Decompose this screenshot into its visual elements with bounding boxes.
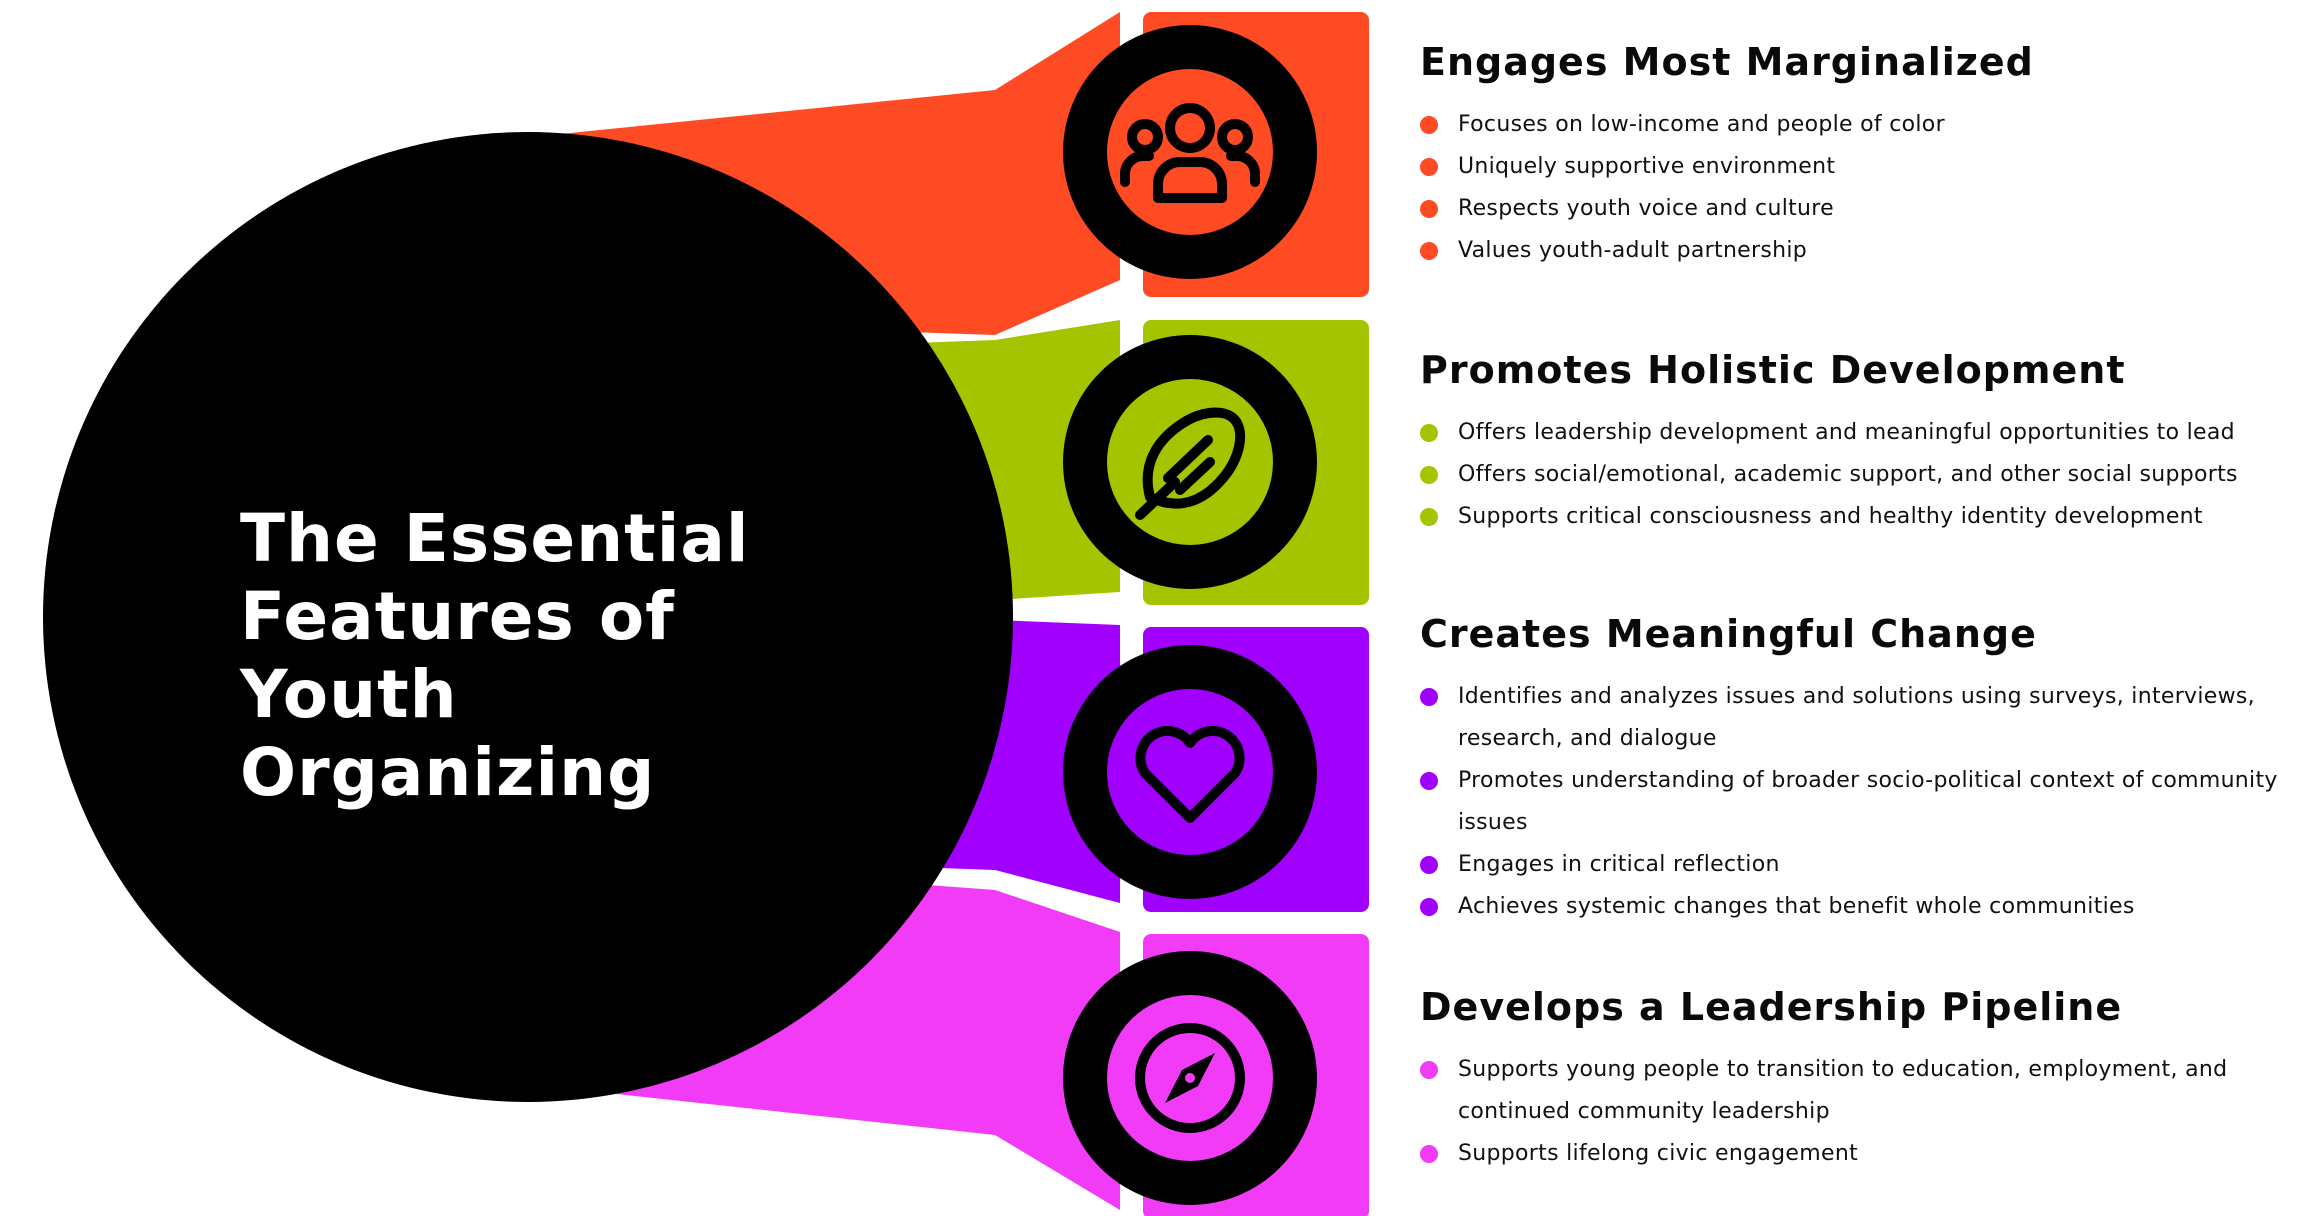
bullet-dot xyxy=(1420,1061,1438,1079)
list-item: Promotes understanding of broader socio-… xyxy=(1420,760,2280,844)
people-group-icon xyxy=(1120,103,1260,203)
funnel-pink xyxy=(580,880,1120,1210)
bullet-dot xyxy=(1420,508,1438,526)
icon-badge-lime xyxy=(1063,335,1317,589)
list-item: Supports lifelong civic engagement xyxy=(1420,1133,2280,1175)
funnel-orange xyxy=(560,12,1120,335)
list-item: Engages in critical reflection xyxy=(1420,844,2280,886)
list-item: Uniquely supportive environment xyxy=(1420,146,2280,188)
feature-creates-meaningful-change: Creates Meaningful Change Identifies and… xyxy=(1420,610,2280,928)
feature-list: Focuses on low-income and people of colo… xyxy=(1420,104,2280,272)
icon-badge-orange xyxy=(1063,25,1317,279)
feature-heading: Creates Meaningful Change xyxy=(1420,612,2037,656)
bullet-dot xyxy=(1420,856,1438,874)
feature-list: Offers leadership development and meanin… xyxy=(1420,412,2280,538)
bullet-dot xyxy=(1420,466,1438,484)
feature-engages-most-marginalized: Engages Most Marginalized Focuses on low… xyxy=(1420,38,2280,272)
feature-heading: Engages Most Marginalized xyxy=(1420,40,2034,84)
feature-heading: Promotes Holistic Development xyxy=(1420,348,2126,392)
bullet-dot xyxy=(1420,688,1438,706)
heart-icon xyxy=(1135,725,1245,823)
icon-badge-pink xyxy=(1063,951,1317,1205)
list-item: Identifies and analyzes issues and solut… xyxy=(1420,676,2280,760)
feature-list: Identifies and analyzes issues and solut… xyxy=(1420,676,2280,928)
feature-develops-leadership-pipeline: Develops a Leadership Pipeline Supports … xyxy=(1420,983,2280,1175)
bullet-dot xyxy=(1420,898,1438,916)
list-item: Values youth-adult partnership xyxy=(1420,230,2280,272)
bullet-dot xyxy=(1420,158,1438,176)
feather-icon xyxy=(1135,407,1246,520)
bullet-dot xyxy=(1420,116,1438,134)
bullet-dot xyxy=(1420,772,1438,790)
feature-list: Supports young people to transition to e… xyxy=(1420,1049,2280,1175)
bullet-dot xyxy=(1420,242,1438,260)
bullet-dot xyxy=(1420,200,1438,218)
list-item: Respects youth voice and culture xyxy=(1420,188,2280,230)
feature-heading: Develops a Leadership Pipeline xyxy=(1420,985,2123,1029)
list-item: Achieves systemic changes that benefit w… xyxy=(1420,886,2280,928)
center-circle xyxy=(43,132,1013,1102)
feature-promotes-holistic-development: Promotes Holistic Development Offers lea… xyxy=(1420,346,2280,538)
list-item: Supports young people to transition to e… xyxy=(1420,1049,2280,1133)
list-item: Focuses on low-income and people of colo… xyxy=(1420,104,2280,146)
center-title: The Essential Features of Youth Organizi… xyxy=(240,500,750,811)
bullet-dot xyxy=(1420,424,1438,442)
list-item: Supports critical consciousness and heal… xyxy=(1420,496,2280,538)
list-item: Offers social/emotional, academic suppor… xyxy=(1420,454,2280,496)
bullet-dot xyxy=(1420,1145,1438,1163)
icon-badge-purple xyxy=(1063,645,1317,899)
compass-icon xyxy=(1135,1023,1245,1133)
list-item: Offers leadership development and meanin… xyxy=(1420,412,2280,454)
